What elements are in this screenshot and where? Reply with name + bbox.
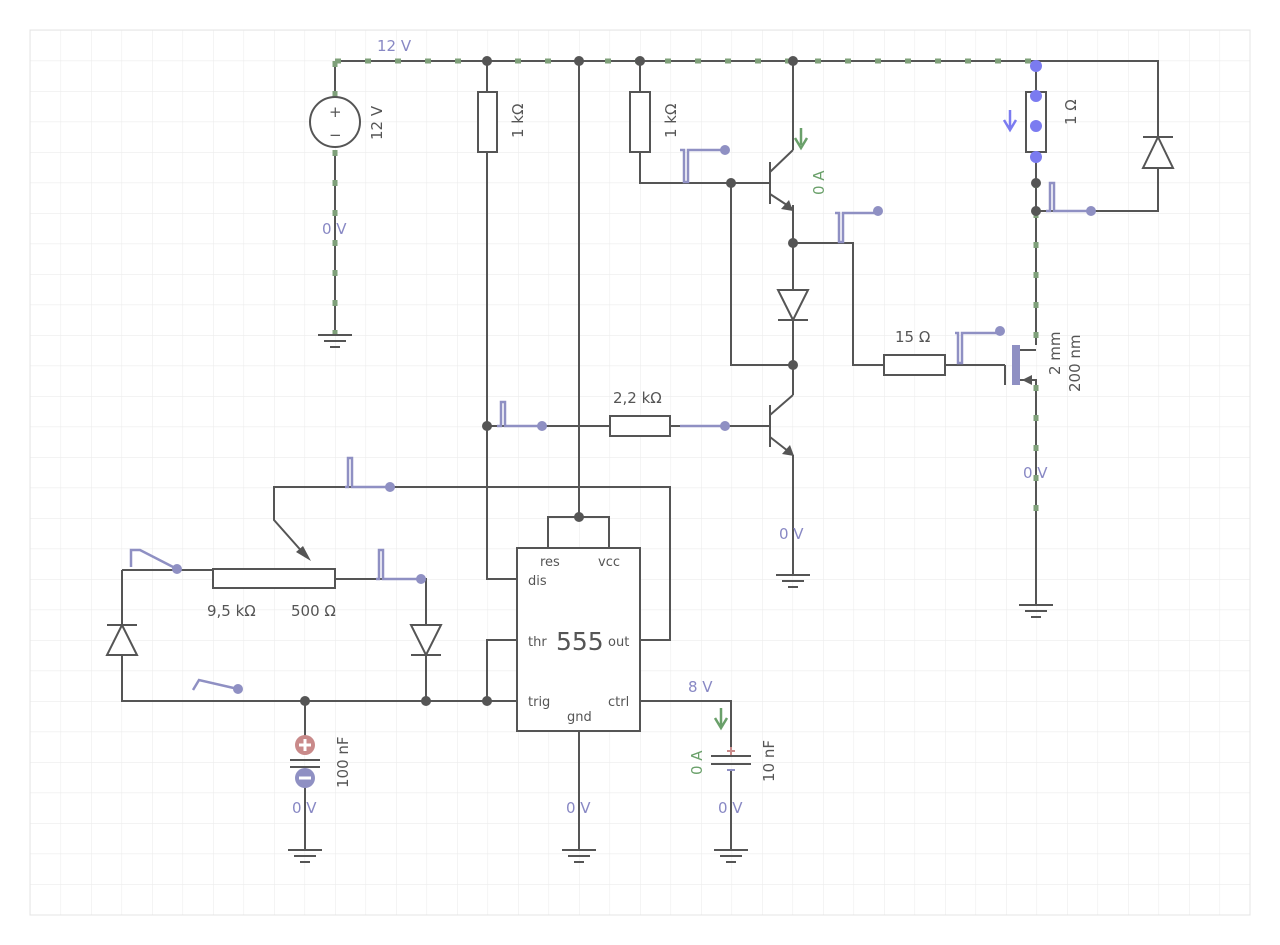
timer-555[interactable]: [516, 547, 641, 732]
timer-pin-trig: trig: [528, 695, 550, 710]
voltage-label-source-neg: 0 V: [322, 220, 347, 238]
diode-q1[interactable]: [776, 289, 810, 323]
timer-pin-vcc: vcc: [598, 555, 620, 570]
diode-flyback[interactable]: [1141, 134, 1175, 169]
diode-right[interactable]: [409, 624, 443, 658]
potentiometer-wiper-arrow[interactable]: [296, 546, 311, 561]
current-dots: [1002, 60, 1042, 163]
potentiometer-left-value: 9,5 kΩ: [207, 602, 256, 620]
resistor-dis[interactable]: [477, 91, 498, 153]
voltage-source-plus: +: [329, 103, 342, 121]
supply-net-voltage: 12 V: [377, 37, 412, 55]
timer-pin-dis: dis: [528, 574, 547, 589]
potentiometer-right-value: 500 Ω: [291, 602, 336, 620]
capacitor-timing-value: 100 nF: [334, 736, 352, 788]
timer-pin-thr: thr: [528, 635, 547, 650]
voltage-label-timer-gnd: 0 V: [566, 799, 591, 817]
timer-pin-gnd: gnd: [567, 710, 592, 725]
potentiometer[interactable]: [212, 568, 336, 589]
voltage-label-c-timing: 0 V: [292, 799, 317, 817]
timer-name: 555: [556, 627, 604, 656]
resistor-timing-value: 2,2 kΩ: [613, 389, 662, 407]
capacitor-ctrl-value: 10 nF: [760, 740, 778, 782]
resistor-base-value: 1 kΩ: [662, 104, 680, 138]
scope-probes: [129, 145, 1096, 694]
mosfet-length: 200 nm: [1066, 334, 1084, 392]
current-arrows: [713, 128, 809, 731]
resistor-sense-value: 1 Ω: [1062, 99, 1080, 125]
voltage-source-minus: −: [329, 126, 342, 144]
resistor-gate[interactable]: [883, 354, 946, 376]
junction-nodes: [300, 56, 1041, 706]
voltage-label-ctrl: 8 V: [688, 678, 713, 696]
voltage-label-c-ctrl: 0 V: [718, 799, 743, 817]
resistor-timing[interactable]: [609, 415, 671, 437]
voltage-label-mosfet-drain: 0 V: [1023, 464, 1048, 482]
voltage-source[interactable]: + −: [309, 96, 361, 148]
transistor-q1[interactable]: [731, 149, 794, 211]
mosfet-width: 2 mm: [1046, 331, 1064, 375]
timer-pin-res: res: [540, 555, 560, 570]
current-label-q1: 0 A: [810, 170, 828, 195]
timer-pin-out: out: [608, 635, 629, 650]
resistor-gate-value: 15 Ω: [895, 328, 930, 346]
transistor-q2[interactable]: [725, 394, 794, 456]
diode-left[interactable]: [105, 622, 139, 656]
mosfet[interactable]: [1004, 345, 1037, 385]
voltage-source-value: 12 V: [368, 105, 386, 140]
resistor-base[interactable]: [629, 91, 651, 153]
timer-pin-ctrl: ctrl: [608, 695, 629, 710]
capacitor-ctrl[interactable]: [711, 747, 751, 771]
current-label-c-ctrl: 0 A: [688, 750, 706, 775]
capacitor-timing[interactable]: [290, 735, 320, 788]
resistor-dis-value: 1 kΩ: [509, 104, 527, 138]
ground-symbols: [288, 334, 1053, 863]
voltage-label-emitter: 0 V: [779, 525, 804, 543]
